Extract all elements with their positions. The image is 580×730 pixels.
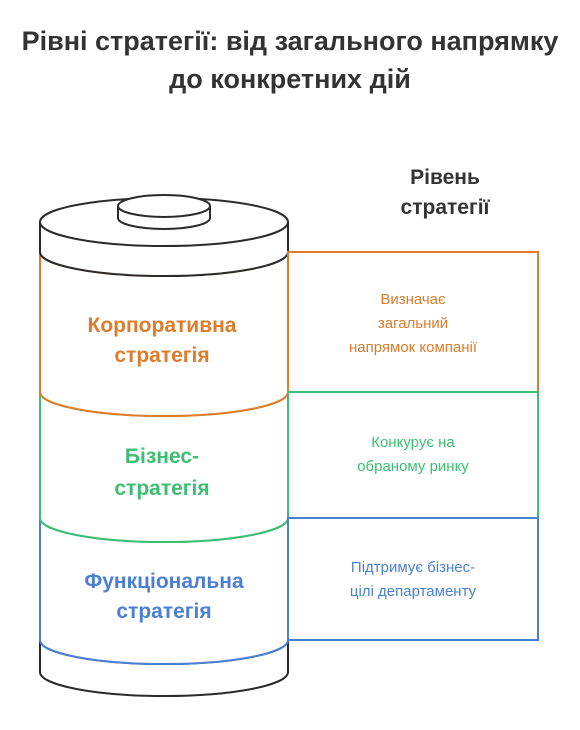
corporate-description-line-1: Визначає bbox=[380, 291, 446, 308]
business-label-line-2: стратегія bbox=[114, 477, 209, 500]
corporate-description-line-2: загальний bbox=[378, 315, 448, 332]
column-header-line-2: стратегії bbox=[401, 196, 491, 219]
functional-label-line-1: Функціональна bbox=[84, 570, 244, 593]
functional-description-line-1: Підтримує бізнес- bbox=[351, 559, 475, 576]
functional-description-line-2: цілі департаменту bbox=[350, 583, 477, 600]
business-description-box bbox=[287, 391, 539, 519]
business-label-line-1: Бізнес- bbox=[125, 445, 199, 468]
corporate-description-line-3: напрямок компанії bbox=[349, 339, 478, 356]
cylinder-terminal-top bbox=[117, 194, 211, 218]
cylinder bbox=[39, 194, 289, 697]
functional-description-box bbox=[287, 517, 539, 641]
business-description-line-1: Конкурує на bbox=[371, 434, 455, 451]
business-description-line-2: обраному ринку bbox=[357, 458, 469, 475]
corporate-label-line-1: Корпоративна bbox=[88, 314, 237, 337]
corporate-label-line-2: стратегія bbox=[114, 344, 209, 367]
functional-label-line-2: стратегія bbox=[116, 600, 211, 623]
corporate-description-box bbox=[287, 251, 539, 393]
page-title: Рівні стратегії: від загального напрямку… bbox=[21, 26, 559, 94]
column-header-line-1: Рівень bbox=[410, 166, 480, 189]
